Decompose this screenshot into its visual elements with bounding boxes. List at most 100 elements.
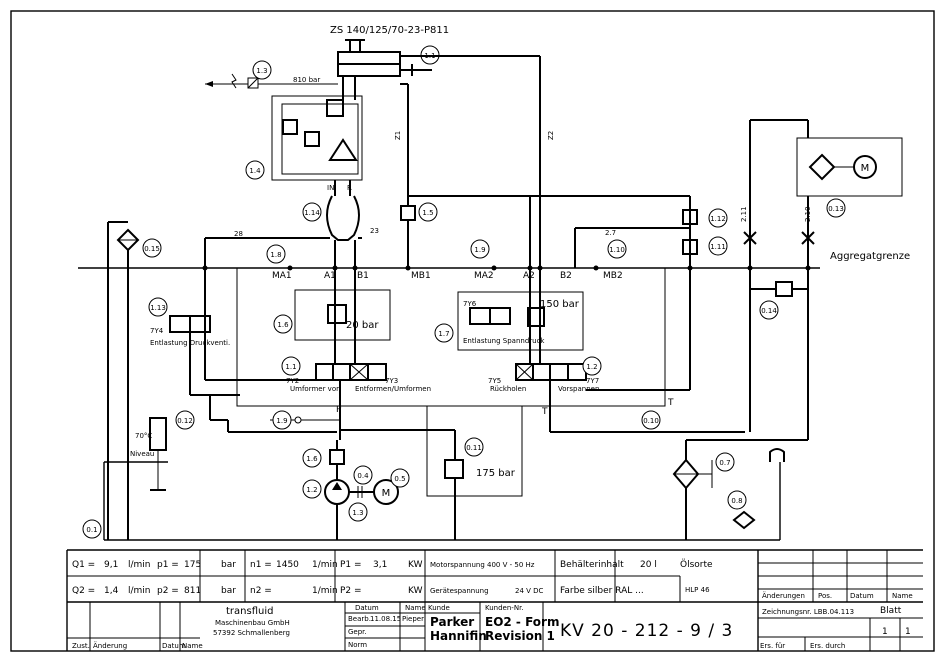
svg-text:Zust.: Zust. <box>72 642 90 650</box>
svg-text:Ölsorte: Ölsorte <box>680 559 713 570</box>
svg-text:Pos.: Pos. <box>818 592 832 600</box>
valve-group-1-4 <box>271 95 363 181</box>
svg-text:Niveau: Niveau <box>130 450 154 458</box>
svg-text:0.15: 0.15 <box>144 245 160 253</box>
svg-text:Gerätespannung: Gerätespannung <box>430 587 489 595</box>
svg-text:bar: bar <box>221 586 236 596</box>
svg-text:Ers. für: Ers. für <box>760 642 785 650</box>
title-block <box>66 549 923 651</box>
svg-text:175 bar: 175 bar <box>476 468 516 479</box>
svg-text:p2 =: p2 = <box>157 586 179 596</box>
svg-text:175: 175 <box>184 560 201 570</box>
svg-text:Pieper: Pieper <box>402 615 424 623</box>
svg-text:Hannifin: Hannifin <box>430 629 487 643</box>
svg-text:IN: IN <box>327 184 334 192</box>
svg-text:Blatt: Blatt <box>880 606 902 616</box>
svg-text:1.5: 1.5 <box>422 209 433 217</box>
svg-text:0.13: 0.13 <box>828 205 844 213</box>
svg-text:1.4: 1.4 <box>249 167 261 175</box>
svg-text:2.10: 2.10 <box>804 206 812 222</box>
svg-text:1.13: 1.13 <box>150 304 166 312</box>
svg-text:KW: KW <box>408 560 423 570</box>
svg-text:M: M <box>861 163 870 174</box>
svg-text:Name: Name <box>182 642 203 650</box>
svg-text:Q2 =: Q2 = <box>72 586 95 596</box>
svg-text:p1 =: p1 = <box>157 560 179 570</box>
svg-text:1.3: 1.3 <box>256 67 267 75</box>
svg-text:0.5: 0.5 <box>394 475 405 483</box>
svg-text:0.1: 0.1 <box>86 526 97 534</box>
svg-text:Änderungen: Änderungen <box>762 591 805 600</box>
svg-text:2.7: 2.7 <box>605 229 616 237</box>
svg-text:Ers. durch: Ers. durch <box>810 642 845 650</box>
svg-text:1450: 1450 <box>276 560 299 570</box>
svg-text:1: 1 <box>882 627 888 637</box>
svg-text:7Y6: 7Y6 <box>463 300 477 308</box>
svg-text:1.11: 1.11 <box>710 243 726 251</box>
svg-text:1.2: 1.2 <box>586 363 597 371</box>
svg-text:Maschinenbau GmbH: Maschinenbau GmbH <box>215 619 290 627</box>
svg-text:Rückholen: Rückholen <box>490 385 526 393</box>
svg-text:P2 =: P2 = <box>340 586 362 596</box>
svg-text:57392 Schmallenberg: 57392 Schmallenberg <box>213 629 290 637</box>
svg-text:1.7: 1.7 <box>438 330 449 338</box>
svg-text:T: T <box>667 398 674 408</box>
svg-text:l/min: l/min <box>128 560 151 570</box>
svg-text:EO2 - Form: EO2 - Form <box>485 615 559 629</box>
svg-text:Behälterinhalt: Behälterinhalt <box>560 560 624 570</box>
svg-text:1/min: 1/min <box>312 586 338 596</box>
svg-text:Name: Name <box>892 592 913 600</box>
svg-text:1,4: 1,4 <box>104 586 119 596</box>
svg-text:B1: B1 <box>357 271 369 281</box>
svg-text:0.11: 0.11 <box>466 444 482 452</box>
svg-text:Name: Name <box>405 604 426 612</box>
svg-text:1.1: 1.1 <box>285 363 296 371</box>
svg-text:MA1: MA1 <box>272 271 292 281</box>
svg-text:1.9: 1.9 <box>474 246 485 254</box>
svg-text:20 l: 20 l <box>640 560 657 570</box>
drawing-frame <box>10 10 935 652</box>
svg-text:2.11: 2.11 <box>740 206 748 222</box>
svg-text:MA2: MA2 <box>474 271 494 281</box>
svg-text:11.08.15: 11.08.15 <box>370 615 401 623</box>
svg-text:MB2: MB2 <box>603 271 623 281</box>
svg-text:7Y7: 7Y7 <box>586 377 599 385</box>
svg-text:Gepr.: Gepr. <box>348 628 367 636</box>
pressure-sensor-1-3 <box>205 73 338 89</box>
svg-text:7Y3: 7Y3 <box>385 377 398 385</box>
cylinder-label: ZS 140/125/70-23-P811 <box>330 25 449 36</box>
svg-text:Parker: Parker <box>430 615 474 629</box>
svg-text:28: 28 <box>234 230 243 238</box>
cylinder-1-1 <box>337 39 432 77</box>
svg-text:l/min: l/min <box>128 586 151 596</box>
svg-text:23: 23 <box>370 227 379 235</box>
svg-text:Datum: Datum <box>355 604 379 612</box>
svg-text:A1: A1 <box>324 271 336 281</box>
svg-text:Norm: Norm <box>348 641 367 649</box>
svg-text:20 bar: 20 bar <box>346 320 379 331</box>
svg-text:0.14: 0.14 <box>761 307 777 315</box>
svg-text:P1 =: P1 = <box>340 560 362 570</box>
svg-text:1.6: 1.6 <box>277 321 289 329</box>
svg-text:1/min: 1/min <box>312 560 338 570</box>
svg-text:Datum: Datum <box>162 642 186 650</box>
svg-text:Motorspannung 400 V - 50 Hz: Motorspannung 400 V - 50 Hz <box>430 561 535 569</box>
svg-text:MB1: MB1 <box>411 271 431 281</box>
svg-text:P: P <box>336 405 342 415</box>
drawing-number: KV 20 - 212 - 9 / 3 <box>560 621 733 641</box>
svg-text:HLP 46: HLP 46 <box>685 586 710 594</box>
svg-text:0.8: 0.8 <box>731 497 742 505</box>
svg-text:1.3: 1.3 <box>352 509 363 517</box>
cooler-0-13 <box>808 153 836 181</box>
svg-text:9,1: 9,1 <box>104 560 118 570</box>
svg-text:Z1: Z1 <box>394 131 402 140</box>
svg-text:Kunden-Nr.: Kunden-Nr. <box>485 604 524 612</box>
pressure-810: 810 bar <box>293 76 320 84</box>
svg-text:Vorspannen: Vorspannen <box>558 385 599 393</box>
svg-text:7Y5: 7Y5 <box>488 377 501 385</box>
svg-text:0.7: 0.7 <box>719 459 730 467</box>
svg-text:n2 =: n2 = <box>250 586 272 596</box>
svg-text:T: T <box>541 407 548 417</box>
company-name: transfluid <box>226 606 273 617</box>
svg-text:70°C: 70°C <box>135 432 152 440</box>
